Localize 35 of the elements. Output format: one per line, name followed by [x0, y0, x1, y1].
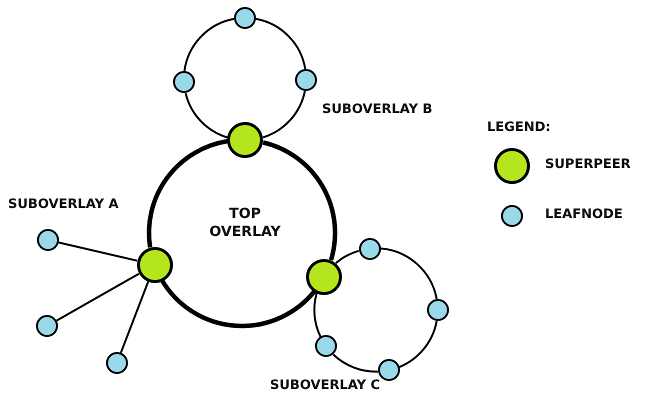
- group-label: SUBOVERLAY B: [322, 102, 432, 119]
- ring-arc: [380, 248, 438, 300]
- group-label: SUBOVERLAY A: [8, 197, 119, 214]
- ring-arc: [398, 320, 438, 368]
- ring-arc: [160, 280, 316, 328]
- leaf-node: [106, 352, 128, 374]
- ring-arc: [183, 18, 234, 72]
- link-line: [120, 281, 150, 354]
- link-line: [58, 242, 138, 262]
- ring-label: TOP OVERLAY: [208, 205, 282, 242]
- leaf-node: [37, 229, 59, 251]
- leaf-node: [234, 6, 256, 29]
- leaf-node: [426, 299, 449, 321]
- ring-arc: [256, 18, 306, 70]
- link-line: [56, 272, 140, 322]
- leaf-node: [173, 71, 196, 94]
- leaf-node: [378, 359, 400, 382]
- ring-arc: [332, 354, 378, 373]
- leaf-node: [295, 69, 318, 92]
- ring-arc: [335, 250, 360, 264]
- superpeer-node: [136, 246, 173, 283]
- leaf-node: [358, 238, 381, 260]
- superpeer-node: [227, 122, 264, 158]
- leaf-node: [36, 315, 58, 337]
- legend-label: LEAFNODE: [545, 207, 623, 224]
- leaf-node: [315, 335, 338, 358]
- ring-arc: [262, 140, 338, 261]
- ring-arc: [146, 139, 228, 248]
- ring-arc: [313, 292, 322, 338]
- group-label: SUBOVERLAY C: [270, 378, 380, 395]
- ring-arc: [184, 92, 228, 138]
- superpeer-node: [306, 258, 342, 295]
- legend-heading: LEGEND:: [487, 120, 551, 137]
- ring-arc: [262, 90, 306, 138]
- legend-label: SUPERPEER: [545, 157, 631, 174]
